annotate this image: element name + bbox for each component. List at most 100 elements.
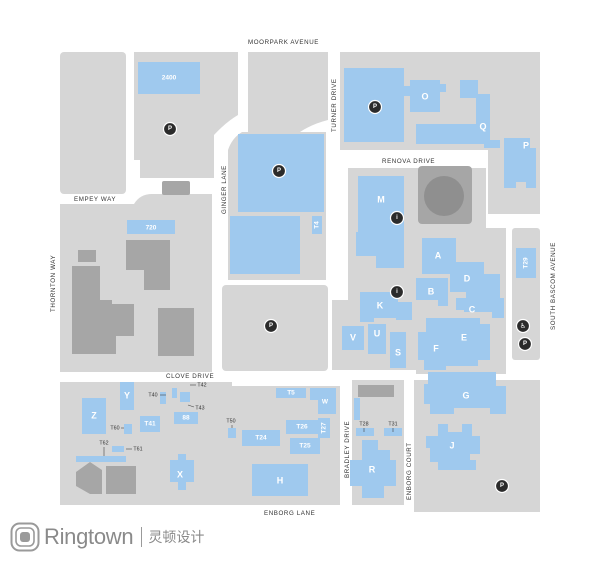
label-t42: T42 <box>197 382 206 388</box>
parking-icon-letter: P <box>168 126 172 132</box>
parking-marker[interactable]: P <box>517 336 533 352</box>
parking-structure-lower[interactable] <box>230 216 300 274</box>
building-t4[interactable] <box>312 216 322 234</box>
building-j[interactable] <box>426 424 480 470</box>
neutral-building <box>162 181 190 195</box>
neutral-building <box>126 240 170 290</box>
label-s: S <box>395 347 401 357</box>
parking-marker[interactable]: P <box>271 163 287 179</box>
building-x[interactable] <box>170 454 194 490</box>
building-k[interactable] <box>360 292 412 322</box>
neutral-building <box>78 250 96 262</box>
label-f: F <box>433 343 439 353</box>
parking-icon-letter: P <box>269 323 273 329</box>
building-e[interactable] <box>446 318 490 366</box>
logo-divider <box>141 527 143 547</box>
label-d: D <box>464 273 471 283</box>
building-c[interactable] <box>456 298 504 318</box>
building-t26[interactable] <box>286 420 318 434</box>
ringtown-logo-icon <box>10 522 40 552</box>
building-t29[interactable] <box>516 248 536 278</box>
label-e: E <box>461 332 467 342</box>
small-labels: T40 T42 T43 T50 T60 T61 T62 T28 T31 <box>99 382 397 452</box>
building-t27[interactable] <box>318 418 330 438</box>
parking-markers: P P P P P P <box>162 99 533 494</box>
building-720[interactable] <box>127 220 175 234</box>
building-d[interactable] <box>450 262 500 304</box>
building-t40[interactable] <box>160 392 166 404</box>
building-t28[interactable] <box>356 428 374 436</box>
info-marker[interactable]: i <box>389 210 405 226</box>
street-south-bascom-avenue: SOUTH BASCOM AVENUE <box>550 242 557 330</box>
building-p[interactable] <box>504 138 536 188</box>
label-88: 88 <box>182 415 190 422</box>
label-y: Y <box>124 390 130 400</box>
label-t31: T31 <box>388 421 397 427</box>
label-j: J <box>449 440 454 450</box>
building-y[interactable] <box>120 382 134 410</box>
parking-icon <box>271 163 287 179</box>
building-t24[interactable] <box>242 430 280 446</box>
logo-name: Ringtown <box>44 524 134 549</box>
building-r[interactable] <box>350 440 396 498</box>
building-t5[interactable] <box>276 388 306 398</box>
street-labels: MOORPARK AVENUE RENOVA DRIVE TURNER DRIV… <box>50 39 557 517</box>
street-thornton-way: THORNTON WAY <box>50 255 57 312</box>
parking-icon-letter: P <box>373 104 377 110</box>
building-t62[interactable] <box>76 456 126 462</box>
building-s[interactable] <box>390 332 406 368</box>
parking-marker[interactable]: P <box>367 99 383 115</box>
info-icon <box>389 284 405 300</box>
building-t60[interactable] <box>124 424 132 434</box>
street-renova-drive: RENOVA DRIVE <box>382 158 435 165</box>
info-icon-letter: i <box>396 289 398 295</box>
building-t25[interactable] <box>290 438 320 454</box>
logo-chinese-name: 灵顿设计 <box>148 530 205 546</box>
building-t61[interactable] <box>112 446 124 452</box>
building-b[interactable] <box>416 278 448 306</box>
building-q[interactable] <box>416 80 500 148</box>
label-t62: T62 <box>99 440 108 446</box>
info-marker[interactable]: i <box>389 284 405 300</box>
building-v[interactable] <box>342 326 364 350</box>
building-88[interactable] <box>174 412 198 424</box>
street-enborg-court: ENBORG COURT <box>406 442 413 500</box>
building-g[interactable] <box>424 372 506 414</box>
label-t28: T28 <box>359 421 368 427</box>
street-moorpark-avenue: MOORPARK AVENUE <box>248 39 319 46</box>
building-t50[interactable] <box>228 428 236 438</box>
label-g: G <box>462 390 469 400</box>
info-icon <box>389 210 405 226</box>
building-w[interactable] <box>310 388 336 414</box>
building-m[interactable] <box>356 176 404 268</box>
label-leaders <box>103 384 394 456</box>
building-t42[interactable] <box>172 388 177 398</box>
neutral-building <box>72 266 134 354</box>
parking-icon <box>263 318 279 334</box>
building-t41[interactable] <box>140 416 160 432</box>
building-2400[interactable] <box>138 62 200 94</box>
building-annex[interactable] <box>354 398 360 420</box>
parking-icon-letter: P <box>277 168 281 174</box>
leader-line <box>187 404 195 408</box>
neutral-building <box>158 308 194 356</box>
building-u[interactable] <box>368 324 386 354</box>
building-t43[interactable] <box>180 392 190 402</box>
street-bradley-drive: BRADLEY DRIVE <box>344 421 351 478</box>
building-z[interactable] <box>82 398 106 434</box>
label-t5: T5 <box>287 390 295 397</box>
building-h[interactable] <box>252 464 308 496</box>
building-f[interactable] <box>418 318 446 370</box>
neutral-building-dome <box>424 176 464 216</box>
accessible-marker[interactable]: ♿ <box>515 318 531 334</box>
label-z: Z <box>91 410 97 420</box>
parking-marker[interactable]: P <box>494 478 510 494</box>
label-m: M <box>377 194 385 204</box>
parking-marker[interactable]: P <box>263 318 279 334</box>
label-t27: T27 <box>321 422 328 434</box>
building-o[interactable] <box>404 80 446 112</box>
parking-marker[interactable]: P <box>162 121 178 137</box>
info-icon-letter: i <box>396 215 398 221</box>
label-t25: T25 <box>299 443 311 450</box>
label-t60: T60 <box>110 425 119 431</box>
